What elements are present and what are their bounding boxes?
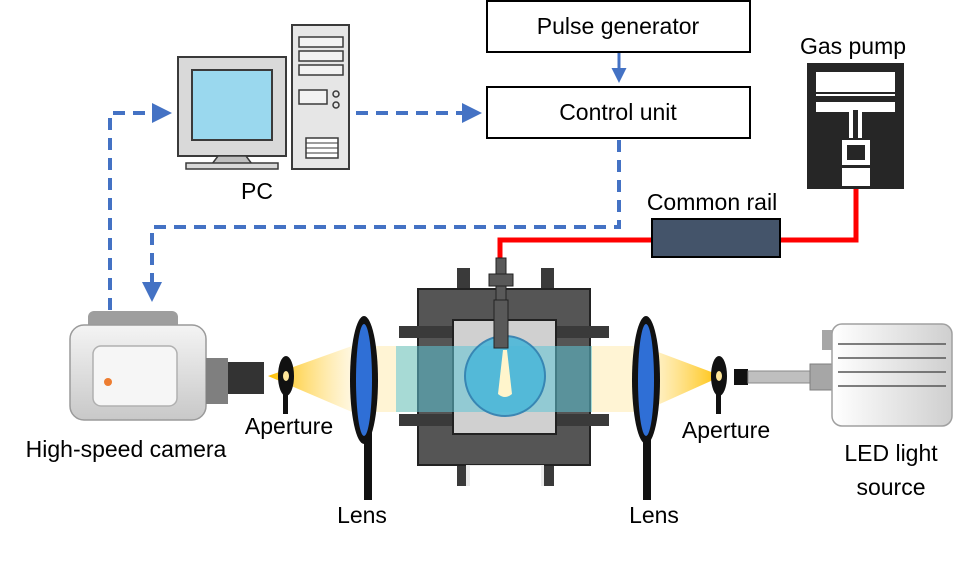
control-unit-label: Control unit	[559, 99, 677, 125]
control-unit-to-camera-line	[142, 140, 621, 302]
led-light-icon	[734, 323, 953, 427]
gas-lines	[497, 188, 859, 262]
camera-to-pc-line	[108, 103, 172, 310]
injector-icon	[488, 257, 514, 349]
led-light-label-line1: LED light	[844, 440, 938, 466]
aperture-left-label: Aperture	[245, 413, 333, 439]
pc-icon	[177, 24, 350, 170]
camera-icon	[69, 311, 264, 421]
lens-left-label: Lens	[337, 502, 387, 528]
led-light-label-line2: source	[856, 474, 925, 500]
pump-to-rail-line	[780, 188, 859, 243]
pc-label: PC	[241, 178, 273, 204]
lens-right-label: Lens	[629, 502, 679, 528]
gas-pump-icon	[807, 63, 904, 189]
lens-icon	[632, 316, 660, 500]
pulse-generator-label: Pulse generator	[537, 13, 700, 39]
aperture-icon	[278, 356, 294, 414]
gas-pump-label: Gas pump	[800, 33, 906, 59]
pulse-generator-box: Pulse generator	[486, 0, 751, 53]
high-speed-camera-label: High-speed camera	[26, 436, 227, 462]
fuel-spray	[498, 350, 512, 397]
aperture-right-label: Aperture	[682, 417, 770, 443]
lens-icon	[350, 316, 378, 500]
control-unit-box: Control unit	[486, 86, 751, 139]
common-rail-block	[651, 218, 781, 258]
aperture-icon	[711, 356, 727, 414]
signal-lines	[108, 103, 621, 310]
rail-to-injector-line	[497, 237, 652, 262]
common-rail-label: Common rail	[647, 189, 777, 215]
